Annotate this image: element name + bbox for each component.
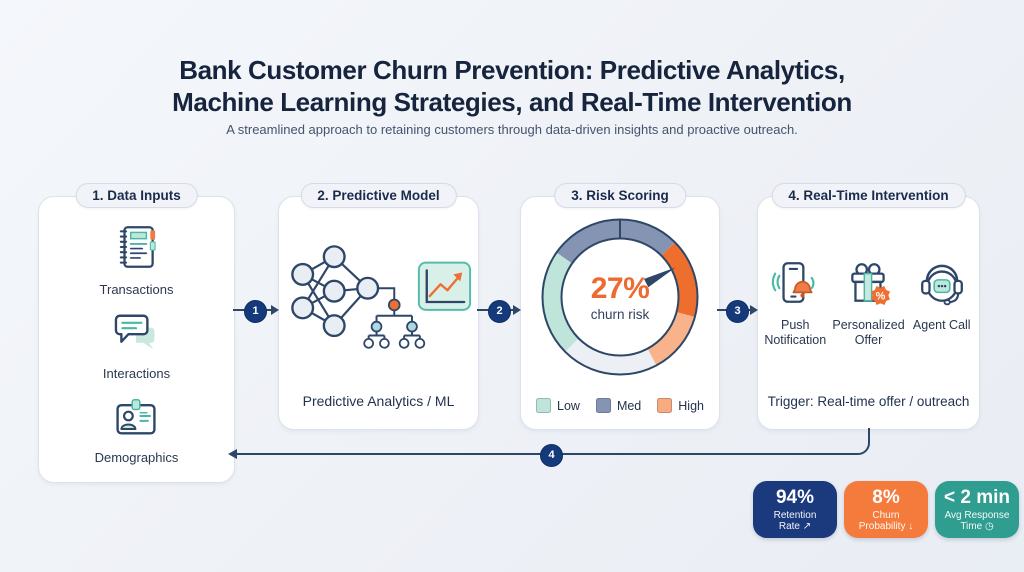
step-pill-1: 1. Data Inputs — [75, 183, 198, 208]
title-line-1: Bank Customer Churn Prevention: Predicti… — [179, 55, 845, 85]
trigger-caption: Trigger: Real-time offer / outreach — [767, 394, 970, 409]
churn-risk-gauge: 27% churn risk — [536, 213, 704, 381]
data-input-list: Transactions Interactions — [39, 211, 234, 476]
kpi-avg-response-time: < 2 min Avg Response Time ◷ — [935, 481, 1019, 538]
action-label-push: Push Notification — [764, 318, 827, 347]
legend-swatch-low — [536, 398, 551, 413]
page-title: Bank Customer Churn Prevention: Predicti… — [0, 54, 1024, 118]
notebook-icon — [111, 222, 163, 277]
input-label-demographics: Demographics — [94, 450, 179, 465]
action-agent-call: Agent Call — [906, 259, 978, 348]
id-card-icon — [110, 392, 162, 445]
list-item-transactions: Transactions — [99, 222, 174, 297]
flow-step-badge-2: 2 — [488, 299, 511, 323]
chat-bubbles-icon — [110, 308, 162, 361]
model-caption: Predictive Analytics / ML — [302, 393, 455, 409]
legend-label-med: Med — [616, 398, 642, 413]
page-subtitle: A streamlined approach to retaining cust… — [226, 122, 798, 137]
step-pill-3: 3. Risk Scoring — [554, 183, 686, 208]
neural-network-icon — [283, 233, 475, 376]
card-real-time-intervention: 4. Real-Time Intervention Push Notif — [757, 183, 980, 430]
svg-text:%: % — [875, 291, 885, 303]
flow-step-badge-1: 1 — [244, 299, 267, 323]
action-personalized-offer: % Personalized Offer — [832, 259, 905, 348]
kpi-label: Avg Response Time ◷ — [944, 509, 1010, 533]
card-risk-scoring: 3. Risk Scoring 27% churn risk Low Med H… — [520, 183, 720, 430]
kpi-retention-rate: 94% Retention Rate ↗ — [753, 481, 837, 538]
donut-chart — [541, 218, 699, 376]
action-label-offer: Personalized Offer — [832, 318, 905, 347]
legend-item-high: High — [657, 398, 704, 413]
trend-chart-icon — [417, 261, 471, 311]
input-label-interactions: Interactions — [102, 366, 171, 381]
gift-offer-icon: % — [844, 259, 894, 312]
action-label-agent: Agent Call — [912, 318, 971, 332]
card-data-inputs: 1. Data Inputs — [38, 183, 235, 483]
card-predictive-model: 2. Predictive Model — [278, 183, 479, 430]
legend-item-low: Low — [536, 398, 580, 413]
percent-badge-icon: % — [870, 285, 890, 306]
kpi-label: Churn Probability ↓ — [858, 509, 914, 533]
kpi-churn-probability: 8% Churn Probability ↓ — [844, 481, 928, 538]
action-push-notification: Push Notification — [759, 259, 831, 348]
legend-label-low: Low — [557, 398, 580, 413]
step-pill-4: 4. Real-Time Intervention — [771, 183, 966, 208]
feedback-loop-arrowhead — [228, 449, 237, 459]
headset-icon — [917, 259, 967, 312]
legend-item-med: Med — [595, 398, 642, 413]
feedback-loop-badge: 4 — [540, 443, 563, 467]
legend-label-high: High — [678, 398, 704, 413]
list-item-demographics: Demographics — [94, 392, 179, 465]
step-pill-2: 2. Predictive Model — [300, 183, 457, 208]
list-item-interactions: Interactions — [103, 308, 170, 381]
flow-step-badge-3: 3 — [726, 299, 749, 323]
legend-swatch-high — [657, 398, 673, 413]
intervention-actions: Push Notification % — [758, 259, 979, 348]
risk-legend: Low Med High — [521, 398, 719, 413]
phone-bell-icon — [770, 259, 820, 312]
legend-swatch-med — [595, 398, 611, 413]
kpi-value: 8% — [872, 486, 900, 508]
input-label-transactions: Transactions — [99, 282, 174, 297]
kpi-row: 94% Retention Rate ↗ 8% Churn Probabilit… — [753, 481, 1019, 538]
kpi-value: < 2 min — [944, 486, 1010, 508]
kpi-label: Retention Rate ↗ — [773, 509, 817, 533]
kpi-value: 94% — [775, 486, 815, 508]
title-line-2: Machine Learning Strategies, and Real-Ti… — [172, 87, 852, 117]
